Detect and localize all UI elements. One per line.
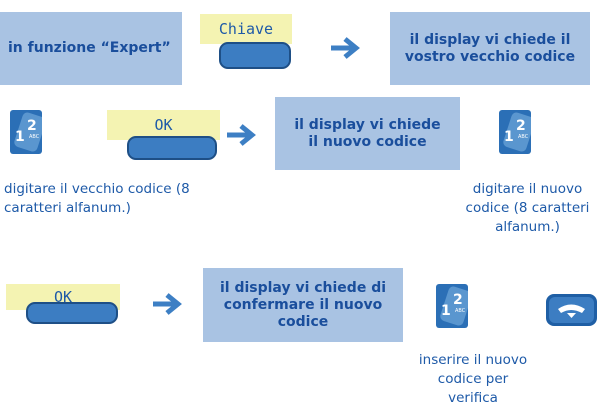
softkey-ok-2-button[interactable]: [26, 302, 118, 324]
softkey-ok-1[interactable]: OK: [107, 110, 220, 160]
arrow-right-icon: [227, 124, 256, 146]
softkey-ok-1-display: OK: [107, 110, 220, 140]
keypad-icon: 1 2 ABC: [10, 110, 42, 154]
note-enter-new-code: digitare il nuovo codice (8 caratteri al…: [465, 181, 590, 235]
softkey-ok-2-label: OK: [53, 288, 73, 306]
keypad-letters: ABC: [455, 308, 466, 314]
expert-mode-box: in funzione “Expert”: [0, 12, 182, 85]
keypad-digit-2: 2: [516, 118, 526, 134]
expert-mode-label: in funzione “Expert”: [8, 40, 171, 56]
keypad-digit-1: 1: [15, 129, 25, 145]
softkey-ok-1-button[interactable]: [127, 136, 217, 160]
softkey-chiave-display: Chiave: [200, 14, 292, 44]
keypad-letters: ABC: [29, 134, 40, 140]
keypad-digit-2: 2: [453, 292, 463, 308]
prompt-confirm-text: il display vi chiede di confermare il nu…: [219, 279, 387, 330]
softkey-ok-1-label: OK: [154, 116, 173, 134]
hang-up-icon[interactable]: [545, 293, 598, 327]
note-verify: inserire il nuovo codice per verifica: [418, 352, 528, 406]
prompt-old-code-text: il display vi chiede il vostro vecchio c…: [404, 31, 576, 65]
keypad-icon: 1 2 ABC: [499, 110, 531, 154]
softkey-chiave[interactable]: Chiave: [200, 14, 292, 70]
arrow-right-icon: [331, 37, 360, 59]
prompt-new-code-text: il display vi chiede il nuovo codice: [294, 116, 441, 150]
note-enter-old-code: digitare il vecchio codice (8 caratteri …: [4, 181, 190, 216]
keypad-digit-1: 1: [441, 303, 451, 319]
prompt-old-code-box: il display vi chiede il vostro vecchio c…: [390, 12, 590, 85]
softkey-chiave-label: Chiave: [218, 20, 274, 38]
arrow-right-icon: [153, 293, 182, 315]
softkey-ok-2[interactable]: OK: [6, 284, 120, 324]
keypad-letters: ABC: [518, 134, 529, 140]
softkey-chiave-button[interactable]: [219, 42, 291, 69]
keypad-digit-1: 1: [504, 129, 514, 145]
keypad-icon: 1 2 ABC: [436, 284, 468, 328]
prompt-new-code-box: il display vi chiede il nuovo codice: [275, 97, 460, 170]
keypad-digit-2: 2: [27, 118, 37, 134]
prompt-confirm-box: il display vi chiede di confermare il nu…: [203, 268, 403, 342]
